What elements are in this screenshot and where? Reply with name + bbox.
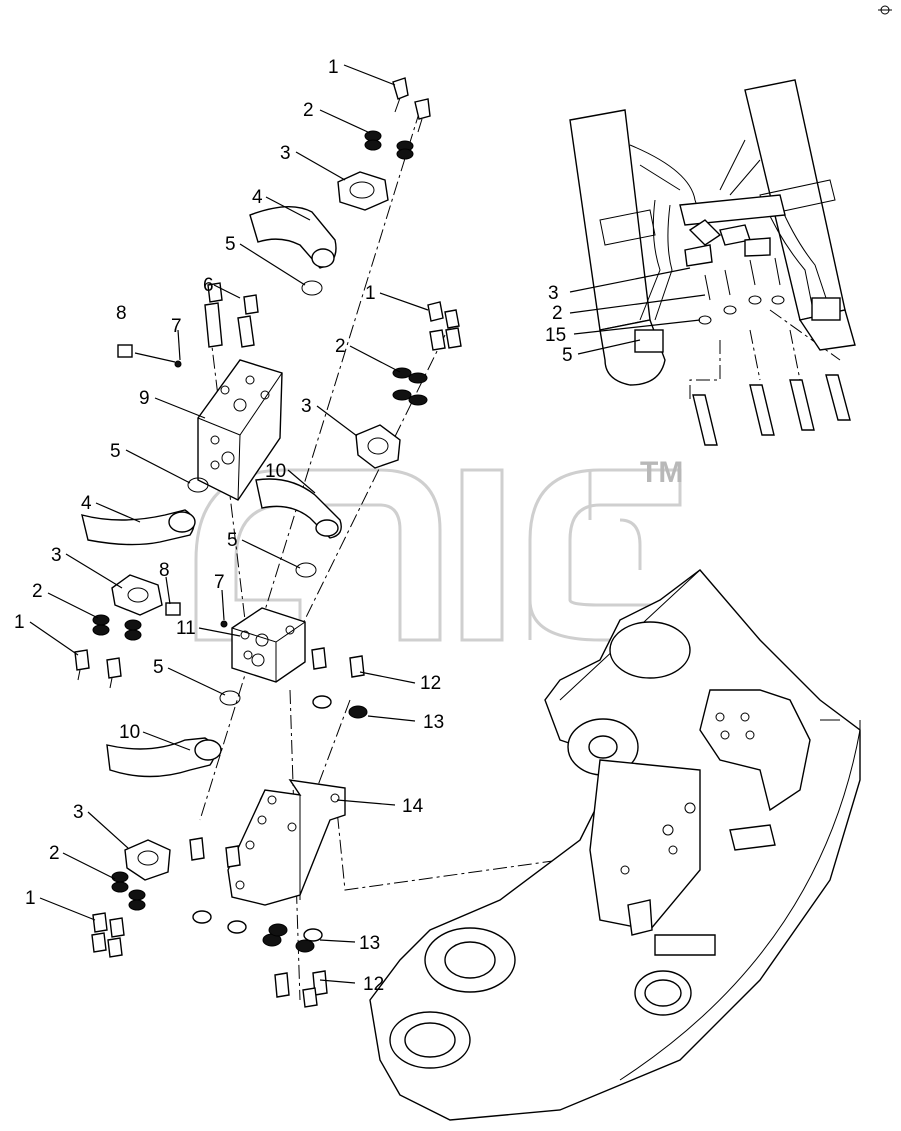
manifold-block-9: [197, 359, 283, 501]
leader-lines: [29, 64, 706, 984]
callout-label: 9: [139, 388, 150, 409]
left-port-group: [74, 477, 228, 689]
callout-label: 2: [32, 581, 43, 602]
callout-label: 3: [301, 396, 312, 417]
callout-label: 1: [25, 888, 36, 909]
inset-cylinder-view: [569, 79, 856, 446]
callout-label: 5: [153, 657, 164, 678]
callout-labels: 1 2 3 4 5 6 8 7 9 1 2 3 5 10 4 5 3 8 7 2…: [14, 57, 573, 995]
callout-label: 1: [328, 57, 339, 78]
callout-label: 2: [303, 100, 314, 121]
callout-label: 2: [335, 336, 346, 357]
callout-label: 3: [51, 545, 62, 566]
mid-port-group: [255, 301, 462, 578]
callout-label: 5: [227, 530, 238, 551]
callout-label: 13: [423, 712, 444, 733]
upper-port-group: [117, 77, 431, 368]
callout-label: 4: [81, 493, 92, 514]
callout-label: 12: [363, 974, 384, 995]
callout-label: 13: [359, 933, 380, 954]
callout-label: 11: [176, 618, 196, 639]
callout-label: 7: [171, 316, 182, 337]
callout-label: 7: [214, 572, 225, 593]
manifold-block-11: [219, 607, 306, 706]
watermark-logo: TM: [194, 456, 683, 642]
callout-label: 5: [110, 441, 121, 462]
corner-marker: [878, 5, 892, 15]
callout-label: 2: [552, 303, 563, 324]
bracket-14: [192, 647, 368, 1008]
callout-label: 4: [252, 187, 263, 208]
callout-label: 10: [119, 722, 140, 743]
trademark-mark: TM: [640, 456, 683, 489]
callout-label: 2: [49, 843, 60, 864]
callout-label: 6: [203, 275, 214, 296]
callout-label: 3: [280, 143, 291, 164]
callout-label: 3: [73, 802, 84, 823]
callout-label: 1: [365, 283, 376, 304]
callout-label: 8: [159, 560, 170, 581]
callout-label: 14: [402, 796, 424, 817]
callout-label: 5: [562, 345, 573, 366]
callout-label: 5: [225, 234, 236, 255]
callout-label: 3: [548, 283, 559, 304]
callout-label: 10: [265, 461, 286, 482]
lower-port-group: [91, 737, 222, 958]
excavator-frame: [369, 569, 861, 1121]
callout-label: 12: [420, 673, 441, 694]
callout-label: 8: [116, 303, 127, 324]
callout-label: 1: [14, 612, 25, 633]
callout-label: 15: [545, 325, 566, 346]
